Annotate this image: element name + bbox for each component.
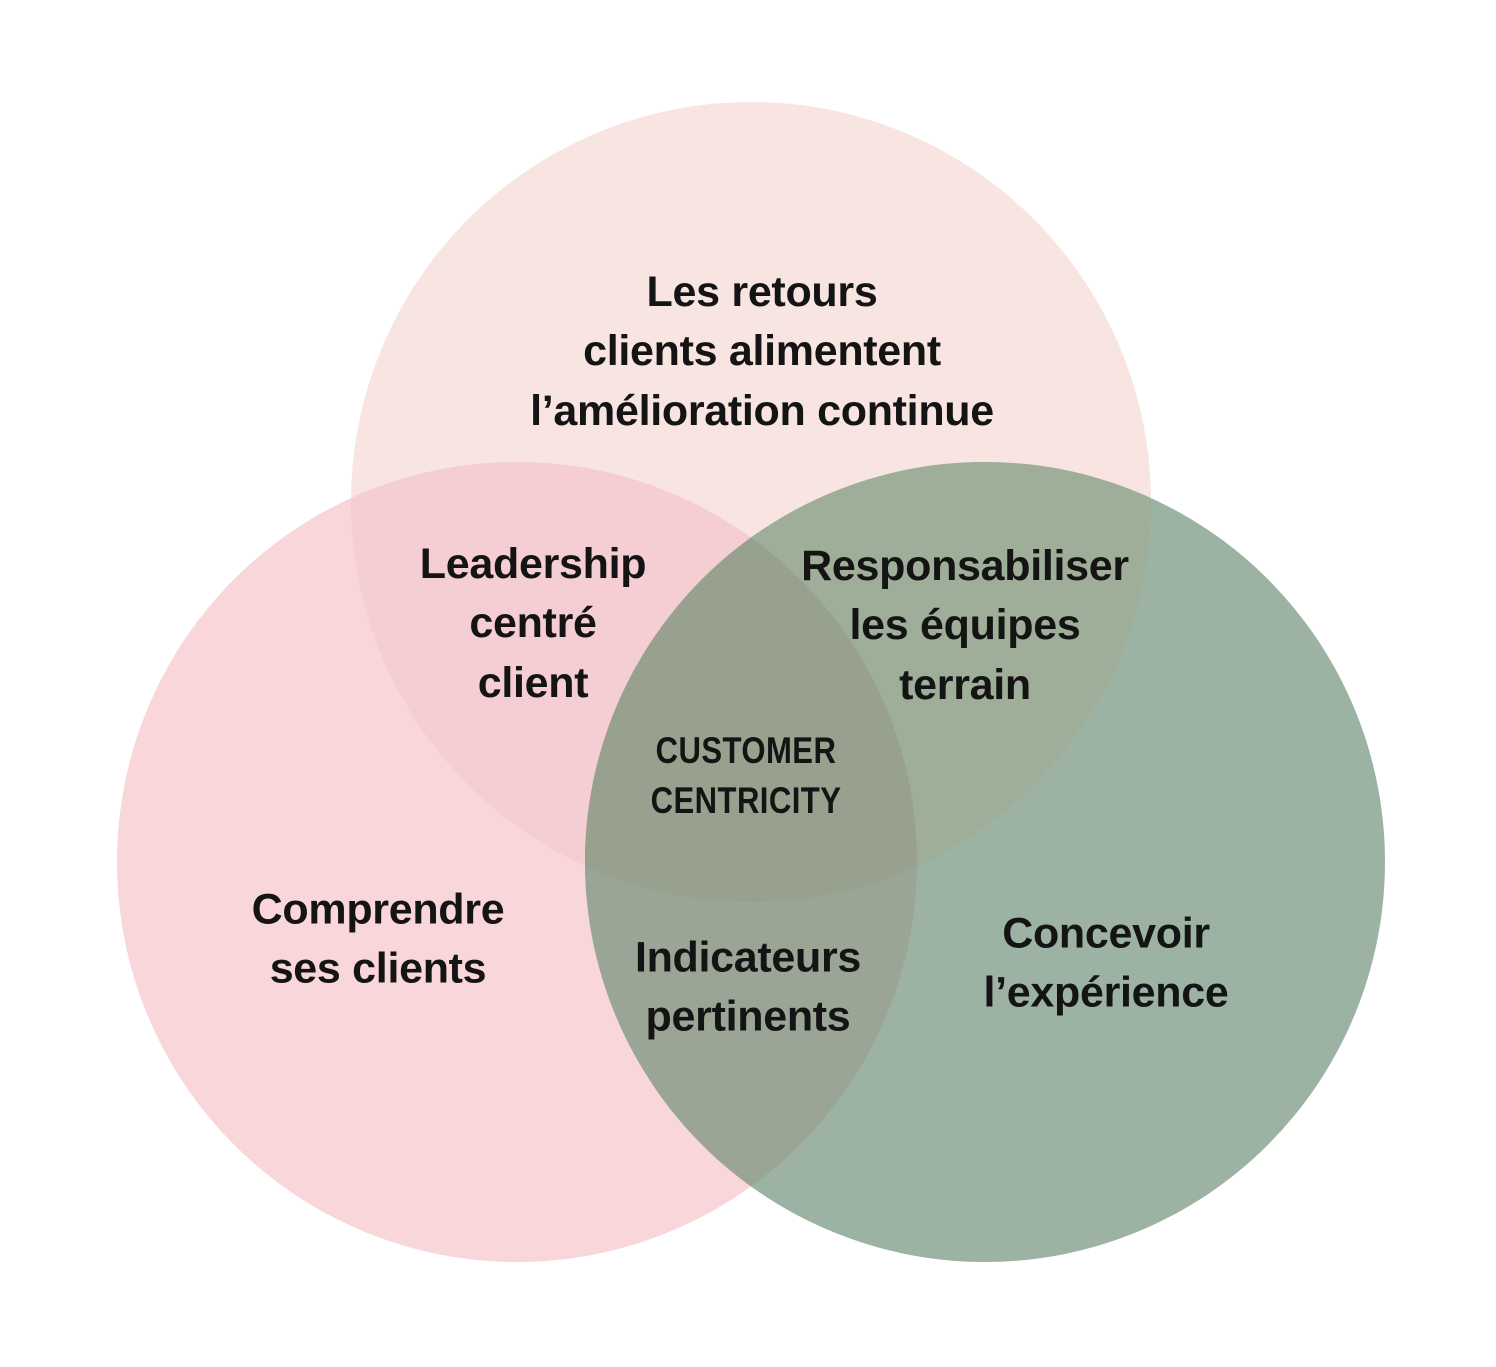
label-bottom-overlap: Indicateurs pertinents — [634, 933, 862, 1041]
label-top-circle: Les retours clients alimentent l’amélior… — [530, 268, 994, 435]
label-right-circle: Concevoir l’expérience — [983, 909, 1229, 1017]
label-center-customer-centricity: CUSTOMER CENTRICITY — [650, 730, 842, 821]
label-top-left-overlap: Leadership centré client — [419, 540, 647, 707]
label-left-circle: Comprendre ses clients — [251, 885, 505, 993]
center-overlap-shape — [585, 462, 917, 902]
label-top-right-overlap: Responsabiliser les équipes terrain — [801, 542, 1129, 709]
